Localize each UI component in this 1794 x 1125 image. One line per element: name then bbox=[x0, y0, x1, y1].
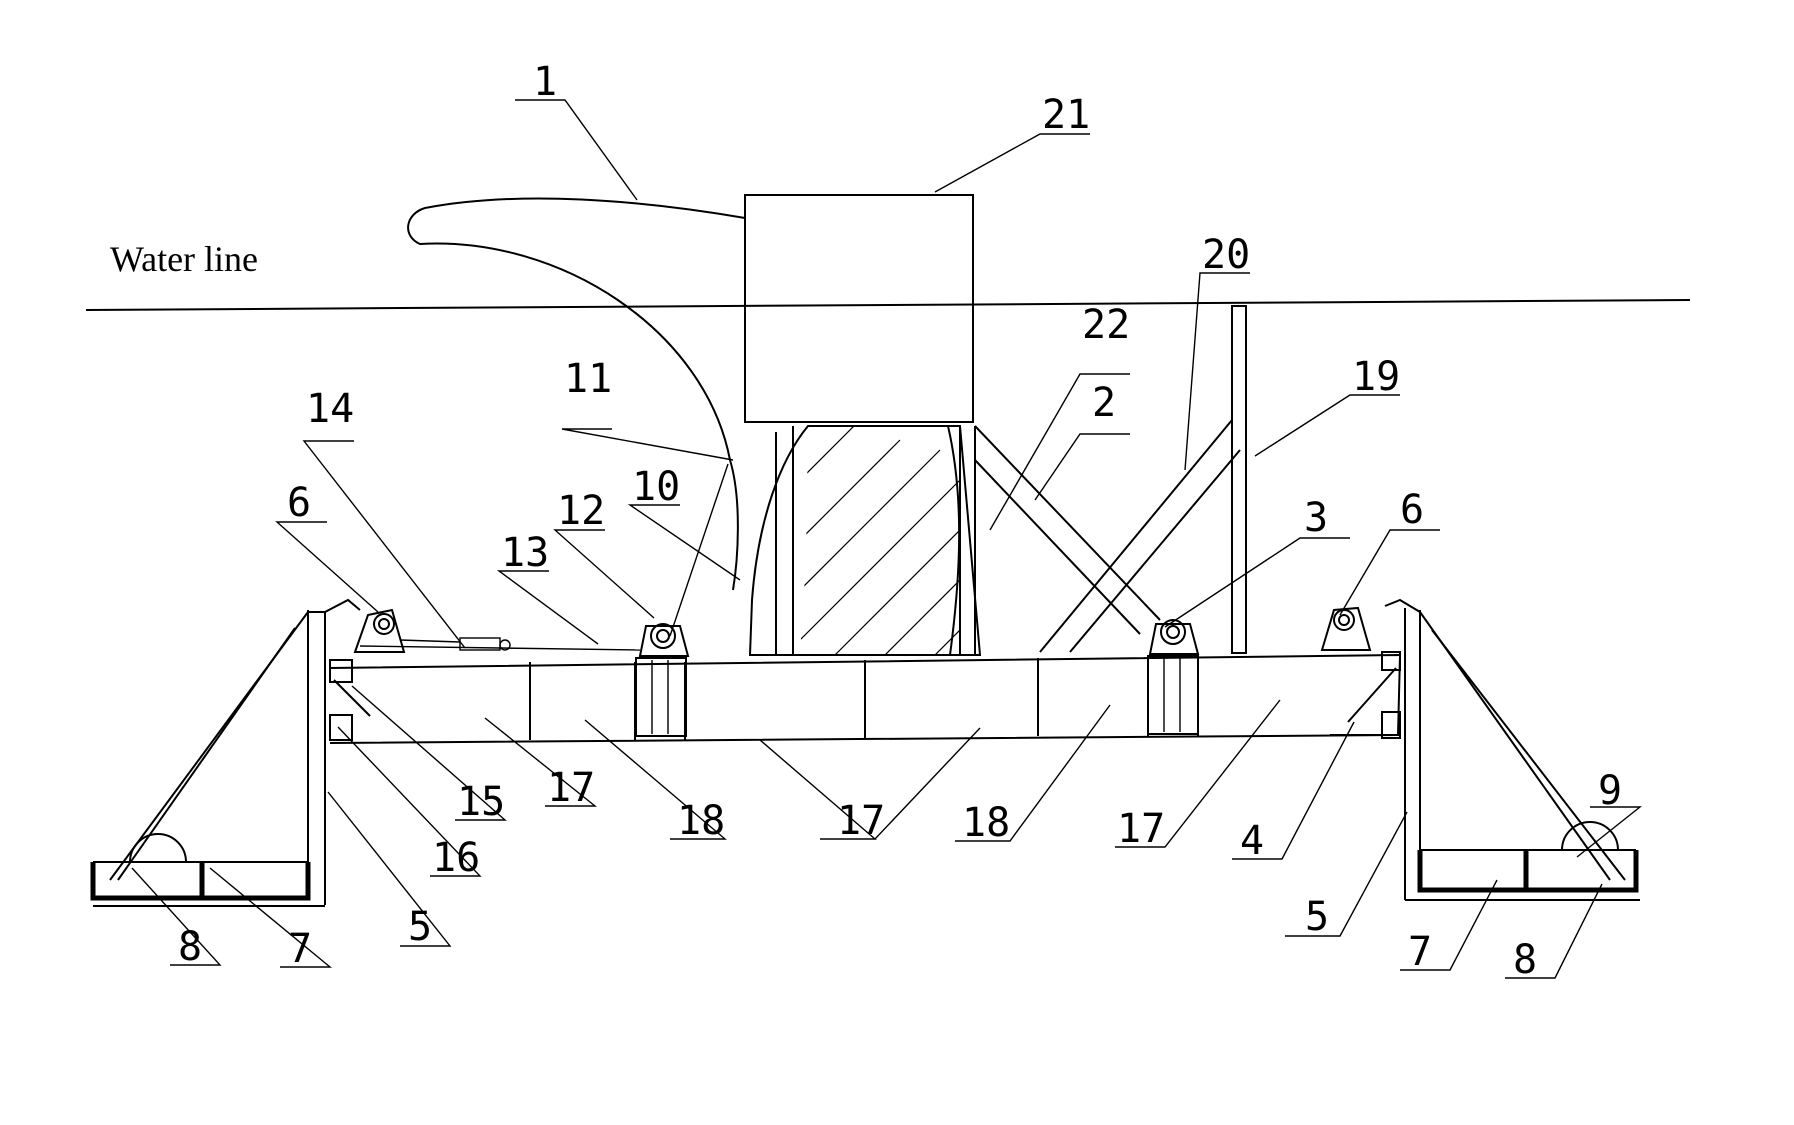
callout-17-a: 17 bbox=[547, 765, 595, 811]
callout-7-left: 7 bbox=[288, 926, 312, 972]
callout-15: 15 bbox=[457, 779, 505, 825]
callout-8-left: 8 bbox=[178, 924, 202, 970]
water-line bbox=[86, 300, 1690, 310]
callout-4: 4 bbox=[1240, 818, 1264, 864]
callout-5-left: 5 bbox=[408, 904, 432, 950]
strut-2 bbox=[975, 426, 1160, 634]
post-19 bbox=[1232, 306, 1246, 653]
column-22 bbox=[750, 420, 990, 670]
callout-22: 22 bbox=[1082, 302, 1130, 348]
callout-16: 16 bbox=[432, 835, 480, 881]
callout-14: 14 bbox=[306, 386, 354, 432]
callout-18-a: 18 bbox=[677, 798, 725, 844]
callout-19: 19 bbox=[1352, 354, 1400, 400]
callout-10: 10 bbox=[632, 464, 680, 510]
callout-6-left: 6 bbox=[287, 480, 311, 526]
hinge-6-right bbox=[1322, 608, 1370, 650]
callout-5-right: 5 bbox=[1305, 894, 1329, 940]
callout-7-right: 7 bbox=[1408, 929, 1432, 975]
main-beam bbox=[330, 652, 1400, 743]
callout-11: 11 bbox=[564, 356, 612, 402]
water-line-label: Water line bbox=[110, 239, 258, 279]
callout-3: 3 bbox=[1304, 495, 1328, 541]
callout-6-right: 6 bbox=[1400, 487, 1424, 533]
callout-21: 21 bbox=[1042, 92, 1090, 138]
callout-17-c: 17 bbox=[1117, 806, 1165, 852]
callout-leaders bbox=[132, 100, 1640, 978]
box-21 bbox=[745, 195, 973, 422]
callout-18-b: 18 bbox=[962, 800, 1010, 846]
callout-12: 12 bbox=[557, 488, 605, 534]
strut-20 bbox=[1040, 420, 1240, 652]
callout-1: 1 bbox=[533, 59, 557, 105]
callout-17-b: 17 bbox=[837, 798, 885, 844]
callout-8-right: 8 bbox=[1513, 937, 1537, 983]
pivot-12 bbox=[640, 624, 688, 656]
callout-20: 20 bbox=[1202, 232, 1250, 278]
support-frame-5-left bbox=[93, 600, 360, 906]
support-frame-5-right bbox=[1385, 600, 1640, 900]
pivot-3 bbox=[1150, 620, 1198, 654]
callout-2: 2 bbox=[1092, 380, 1116, 426]
callout-13: 13 bbox=[501, 530, 549, 576]
callout-9: 9 bbox=[1598, 768, 1622, 814]
